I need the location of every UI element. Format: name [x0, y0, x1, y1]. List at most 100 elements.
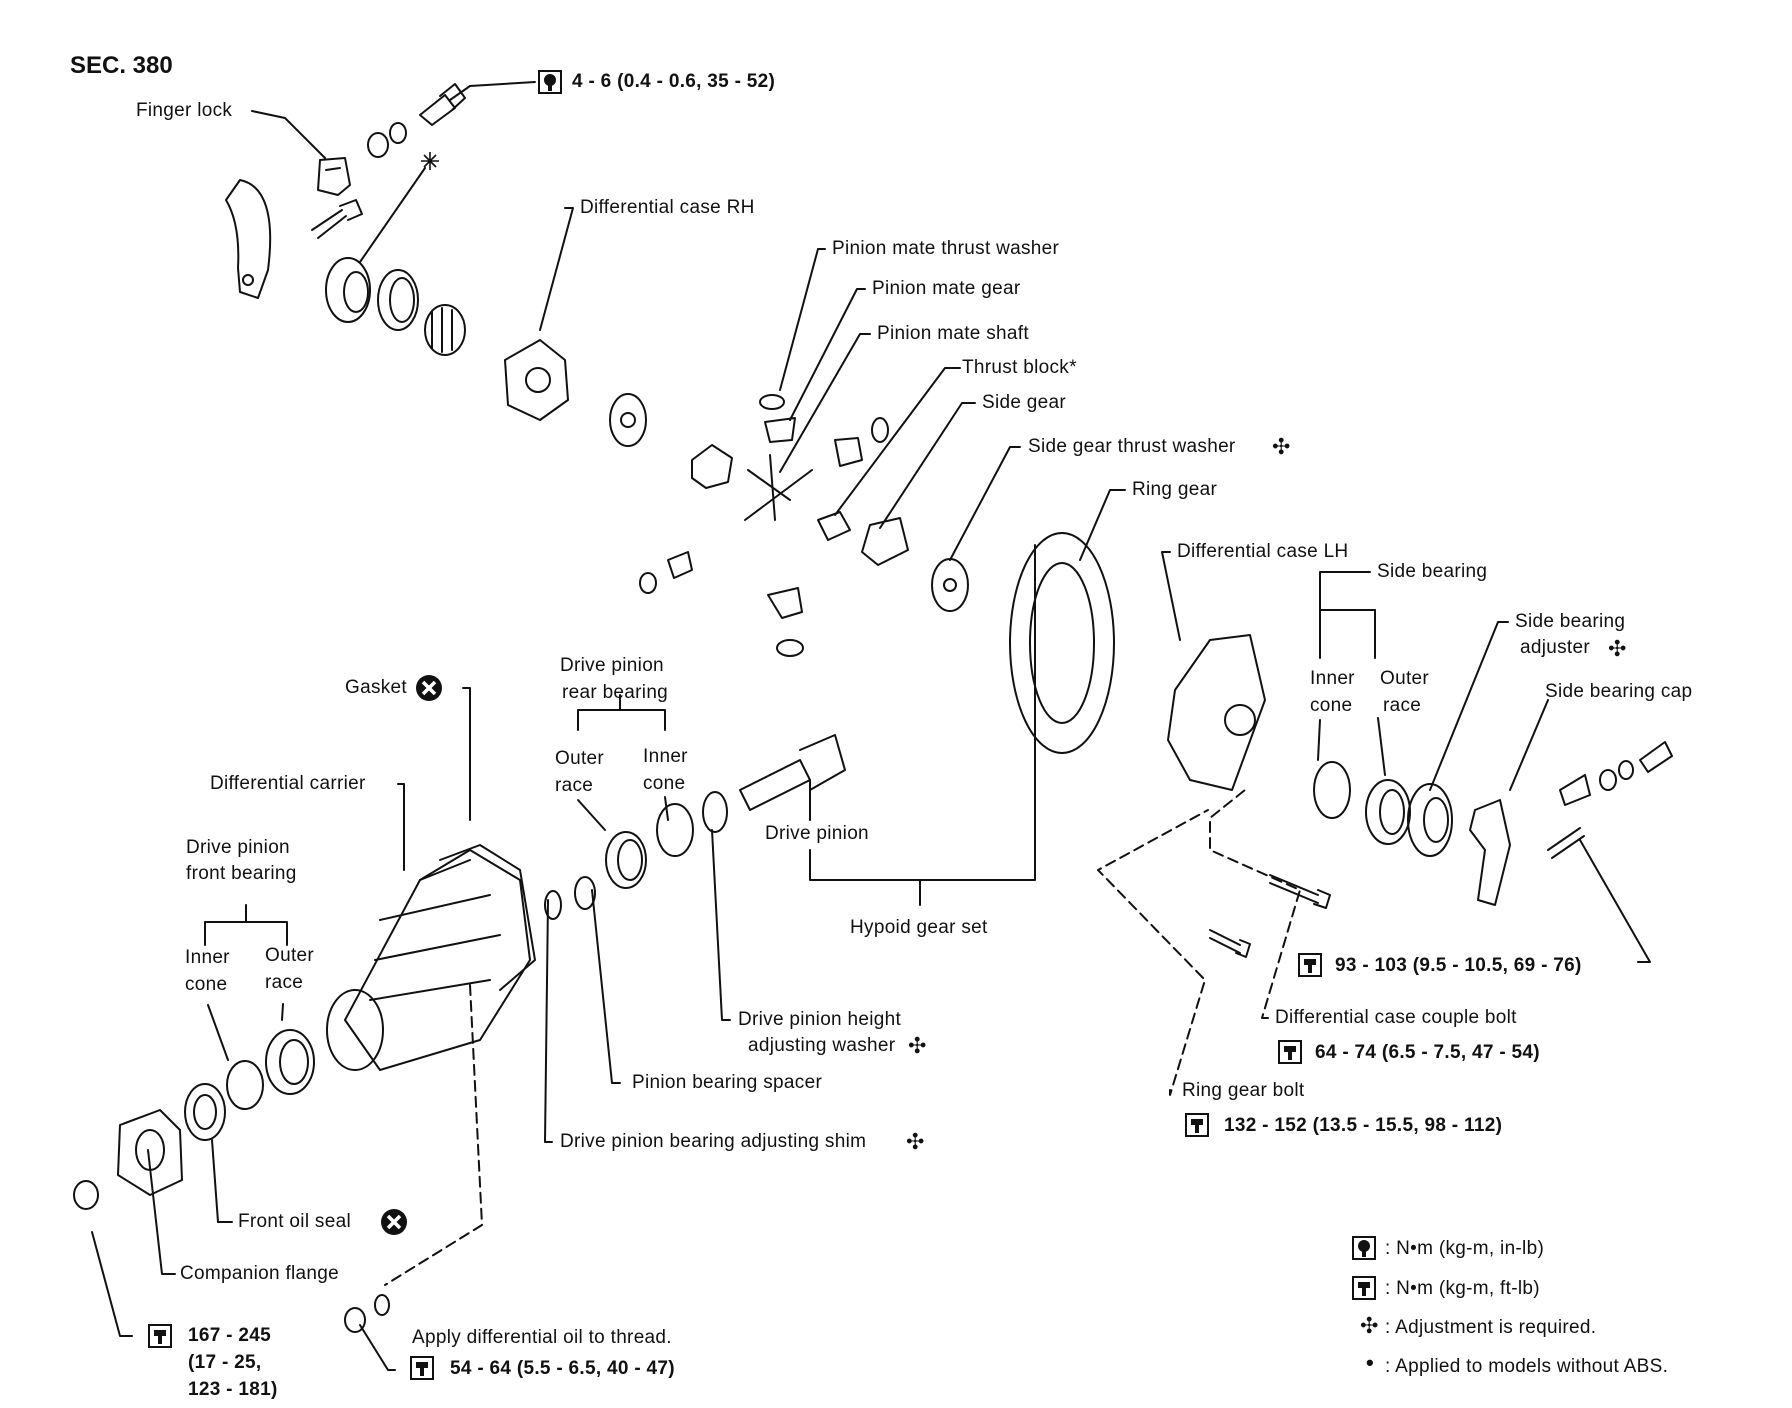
adjustment-star-icon: [421, 152, 439, 170]
section-title: SEC. 380: [70, 52, 173, 79]
label-pinion-shim: Drive pinion bearing adjusting shim: [560, 1131, 867, 1152]
bracket-rear-bearing: [577, 709, 666, 731]
label-drive-pinion: Drive pinion: [765, 823, 869, 844]
leader-cap-bolt: [1579, 839, 1651, 963]
label-cone-rear: cone: [643, 773, 686, 794]
torque-couple-bolt: 64 - 74 (6.5 - 7.5, 47 - 54): [1315, 1042, 1540, 1063]
flange-nut-part: [73, 1180, 99, 1210]
torque-wrench-inlb-icon: [538, 70, 562, 94]
leader-ring-gear: [1079, 489, 1126, 561]
pinion-bearing-spacer-part: [574, 876, 596, 910]
pinion-mate-shaft-part: [744, 454, 813, 521]
outer-race-front-part: [265, 1029, 315, 1095]
thrust-washer-rh: [609, 393, 647, 447]
inner-cone-rear-part: [656, 803, 694, 857]
label-side-gear-thrust-washer: Side gear thrust washer: [1028, 436, 1236, 457]
side-bearing-cap-rh: [225, 179, 272, 299]
adjustment-star-icon: ✣: [908, 1033, 927, 1058]
torque-wrench-ftlb-icon: [1298, 953, 1322, 977]
label-finger-lock: Finger lock: [136, 100, 233, 121]
pinion-mate-thrust-washer-upper: [759, 394, 785, 410]
carrier-washer-part: [374, 1294, 390, 1316]
label-outer-rear: Outer: [555, 748, 605, 769]
legend-adjust: : Adjustment is required.: [1385, 1317, 1597, 1338]
leader-oil-thread: [359, 1324, 396, 1371]
bolt-lh-top: [1639, 741, 1673, 773]
outer-race-rh: [377, 269, 419, 331]
leader-side-gear-thrust-washer: [949, 446, 1021, 561]
label-gasket: Gasket: [345, 677, 407, 698]
leader-flange-nut: [91, 1231, 133, 1337]
torque-top: 4 - 6 (0.4 - 0.6, 35 - 52): [572, 71, 776, 92]
leader-pinion-bearing-spacer: [591, 889, 621, 1084]
label-race-lh: race: [1383, 695, 1422, 716]
label-rear-bearing-2: rear bearing: [562, 682, 669, 703]
leader-diff-case-lh: [1161, 551, 1181, 641]
couple-bolt-part: [1269, 874, 1331, 909]
torque-wrench-ftlb-icon: [148, 1324, 172, 1348]
leader-outer-race-lh: [1377, 717, 1386, 776]
legend-abs: : Applied to models without ABS.: [1385, 1356, 1669, 1377]
label-front-bearing-2: front bearing: [186, 863, 297, 884]
pinion-mate-gear-lower: [767, 587, 803, 619]
label-height-washer-2: adjusting washer: [748, 1035, 896, 1056]
differential-carrier-part: [344, 849, 531, 1071]
side-bearing-adjuster-rh: [325, 257, 371, 323]
legend-ftlb: : N•m (kg-m, ft-lb): [1385, 1278, 1540, 1299]
label-hypoid-gear-set: Hypoid gear set: [850, 917, 988, 938]
torque-wrench-inlb-icon: [1352, 1236, 1376, 1260]
leader-diff-carrier: [397, 783, 405, 871]
torque-nut: 54 - 64 (5.5 - 6.5, 40 - 47): [450, 1358, 675, 1379]
label-race-front: race: [265, 972, 304, 993]
thrust-block-part: [817, 511, 851, 541]
label-apply-oil: Apply differential oil to thread.: [412, 1327, 672, 1348]
leader-front-oil-seal: [211, 1139, 233, 1223]
finger-lock-part: [317, 157, 351, 196]
adjustment-star-icon: ✣: [1608, 636, 1627, 661]
adjustment-star-icon: ✣: [906, 1129, 925, 1154]
torque-wrench-ftlb-icon: [1278, 1040, 1302, 1064]
adjustment-star-icon: ✣: [1360, 1313, 1379, 1338]
label-pinion-mate-shaft: Pinion mate shaft: [877, 323, 1029, 344]
leader-thrust-block: [834, 367, 961, 516]
label-diff-case-rh: Differential case RH: [580, 197, 755, 218]
leader-outer-race-rear: [577, 799, 606, 831]
bolt-small: [311, 199, 363, 239]
ring-gear-bolt-part: [1209, 929, 1251, 958]
label-diff-case-lh: Differential case LH: [1177, 541, 1349, 562]
torque-flange-2: (17 - 25,: [188, 1352, 262, 1373]
label-cone-front: cone: [185, 974, 228, 995]
replace-part-x-icon: [416, 675, 442, 701]
carrier-flange: [439, 844, 536, 991]
label-side-bearing-cap: Side bearing cap: [1545, 681, 1693, 702]
leader-inner-cone-front: [207, 1004, 229, 1061]
label-outer-front: Outer: [265, 945, 315, 966]
replace-part-x-icon: [381, 1209, 407, 1235]
ring-gear-part: [1009, 532, 1115, 754]
leader-ring-gear-bolt: [1097, 809, 1209, 1096]
leader-adjust-top: [359, 167, 426, 263]
pinion-mate-gear-upper: [691, 444, 733, 489]
label-rear-bearing-1: Drive pinion: [560, 655, 664, 676]
bolt-top: [419, 83, 466, 126]
inner-cone-lh: [1313, 761, 1351, 819]
drive-pinion-part: [739, 734, 846, 811]
leader-pinion-mate-thrust-washer: [779, 248, 826, 391]
label-side-bearing: Side bearing: [1377, 561, 1488, 582]
leader-side-gear: [879, 402, 976, 529]
torque-flange-1: 167 - 245: [188, 1325, 271, 1346]
bracket-hypoid: [809, 544, 1036, 881]
label-inner-front: Inner: [185, 947, 230, 968]
label-pinion-bearing-spacer: Pinion bearing spacer: [632, 1072, 823, 1093]
pinion-mate-gear-right: [834, 437, 863, 467]
outer-race-lh: [1365, 779, 1411, 845]
leader-couple-bolt: [1209, 789, 1301, 1019]
carrier-nut-part: [344, 1307, 366, 1333]
label-ring-gear-bolt: Ring gear bolt: [1182, 1080, 1305, 1101]
label-cone-lh: cone: [1310, 695, 1353, 716]
torque-case-cap: 93 - 103 (9.5 - 10.5, 69 - 76): [1335, 955, 1582, 976]
inner-cone-rh: [424, 304, 466, 356]
label-outer-lh: Outer: [1380, 668, 1430, 689]
